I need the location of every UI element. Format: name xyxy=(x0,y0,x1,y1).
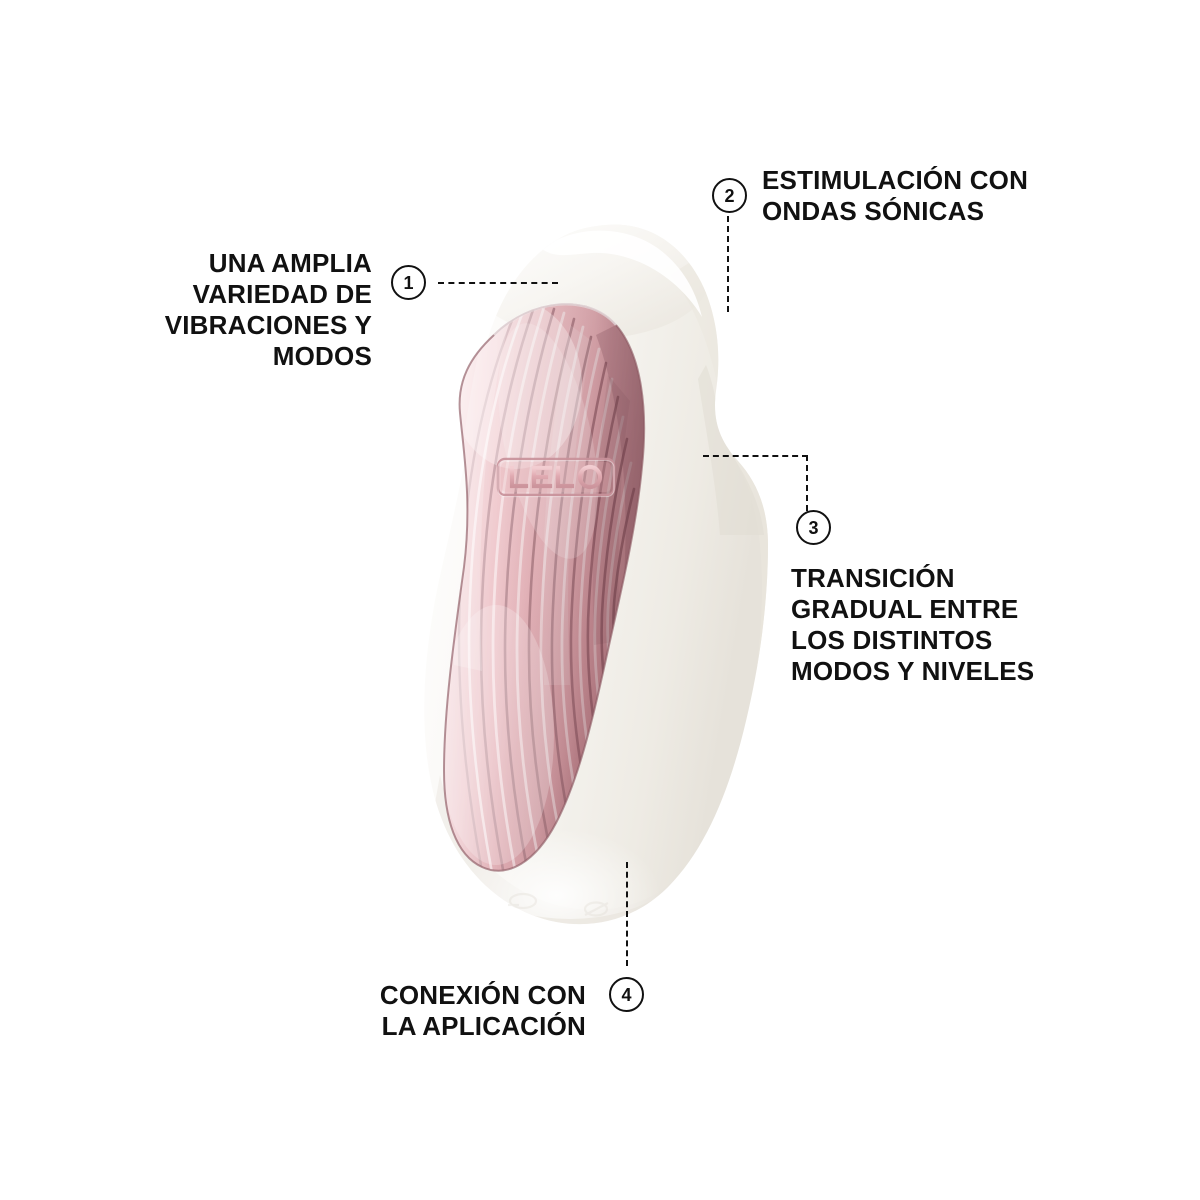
callout-label-2: ESTIMULACIÓN CON ONDAS SÓNICAS xyxy=(762,165,1029,226)
product-illustration xyxy=(424,224,769,925)
leader-line-2 xyxy=(727,216,729,312)
leader-line-3-horizontal xyxy=(703,455,808,457)
callout-label-3: TRANSICIÓN GRADUAL ENTRE LOS DISTINTOS M… xyxy=(791,563,1035,686)
leader-line-4 xyxy=(626,862,628,966)
rose-gold-panel xyxy=(442,302,646,872)
callout-label-1: UNA AMPLIA VARIEDAD DE VIBRACIONES Y MOD… xyxy=(164,248,372,371)
lelo-logo-badge xyxy=(496,457,616,498)
callout-label-4: CONEXIÓN CON LA APLICACIÓN xyxy=(379,980,586,1041)
callout-marker-1[interactable]: 1 xyxy=(391,265,426,300)
callout-marker-4[interactable]: 4 xyxy=(609,977,644,1012)
base-markings xyxy=(508,892,609,917)
callout-marker-3[interactable]: 3 xyxy=(796,510,831,545)
callout-marker-2[interactable]: 2 xyxy=(712,178,747,213)
leader-line-3-vertical xyxy=(806,455,808,511)
product-image xyxy=(420,215,810,935)
leader-line-1 xyxy=(438,282,558,284)
